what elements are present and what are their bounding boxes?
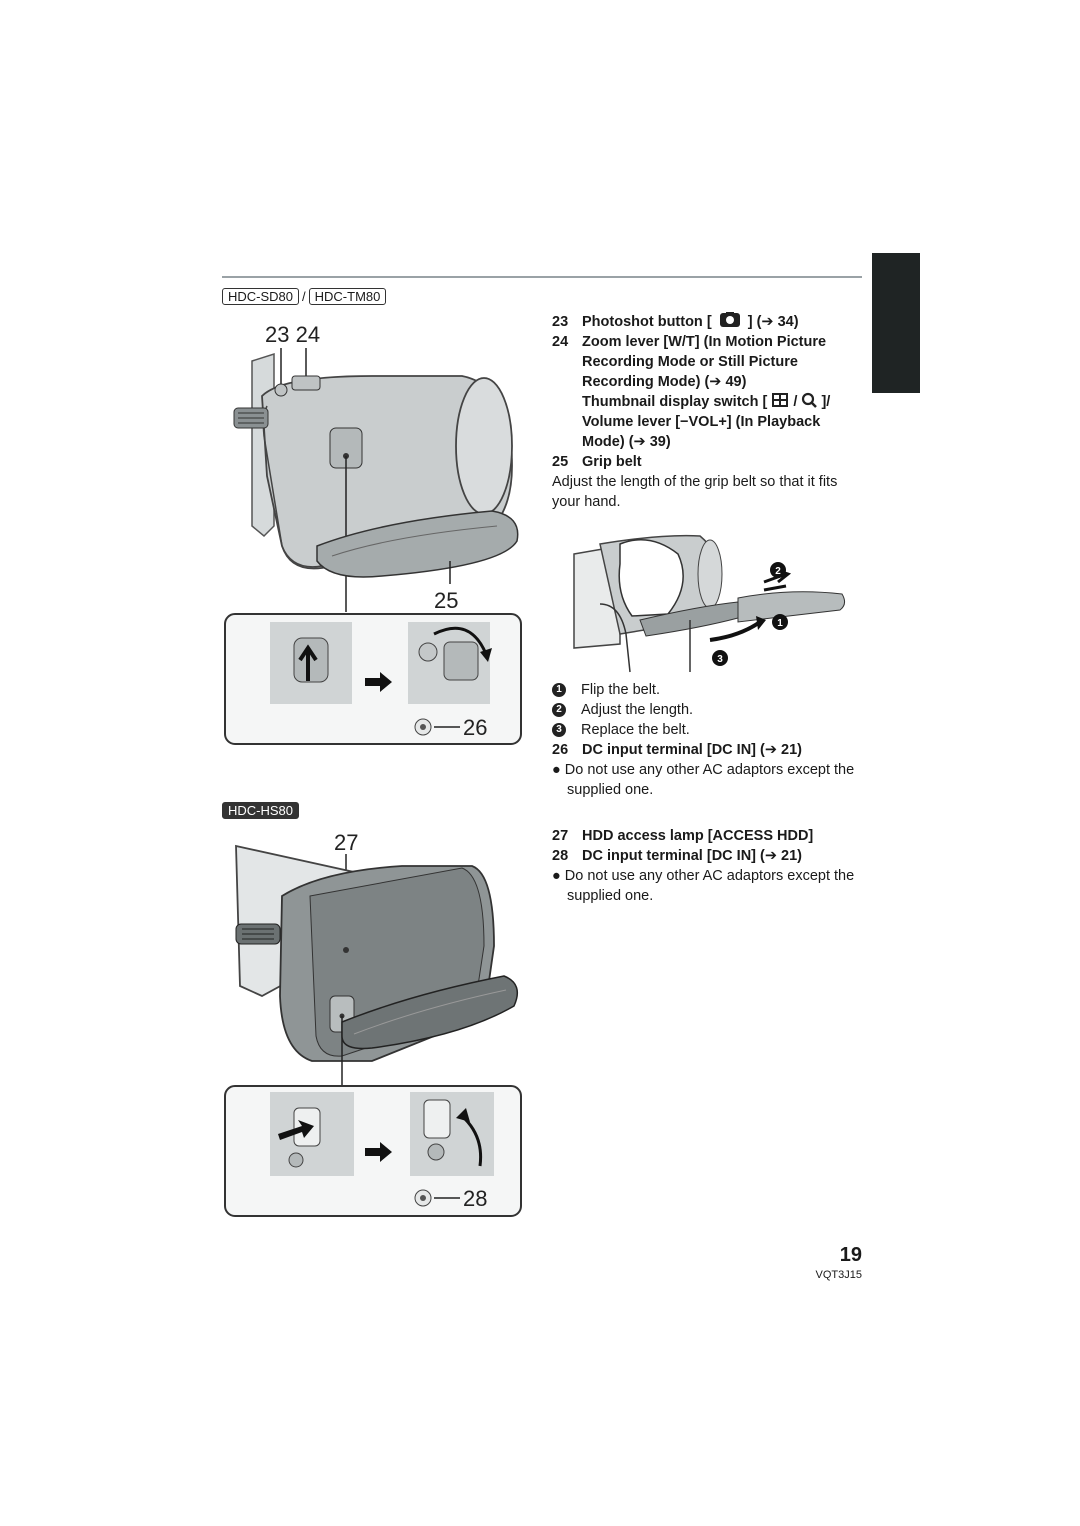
item-26-note: ● Do not use any other AC adaptors excep…: [552, 762, 855, 798]
model-badge-tm80: HDC-TM80: [308, 288, 387, 305]
svg-text:1: 1: [777, 618, 783, 629]
page-number: 19: [839, 1244, 862, 1266]
model-labels-top: HDC-SD80 / HDC-TM80: [222, 288, 387, 305]
svg-text:2: 2: [775, 566, 781, 577]
camera-illustration-top: 23 24 25 26: [224, 322, 522, 745]
camera-icon: [719, 312, 740, 327]
item-28-note: ● Do not use any other AC adaptors excep…: [552, 868, 855, 904]
callout-26: 26: [463, 715, 487, 740]
model-label-bottom: HDC-HS80: [222, 802, 300, 819]
camera-illustration-bottom: 27 28: [224, 830, 522, 1217]
callout-23-24: 23 24: [265, 322, 320, 347]
thumbnail-grid-icon: [772, 393, 789, 407]
magnifier-icon: [802, 392, 818, 408]
item-25-description: Adjust the length of the grip belt so th…: [552, 474, 838, 510]
callout-28: 28: [463, 1186, 487, 1211]
section-tab: [872, 253, 920, 393]
callout-27: 27: [334, 830, 358, 855]
model-separator: /: [302, 289, 306, 304]
model-badge-hs80: HDC-HS80: [222, 802, 300, 819]
model-badge-sd80: HDC-SD80: [222, 288, 300, 305]
grip-belt-illustration: 2 1 3: [573, 534, 846, 673]
callout-25: 25: [434, 588, 458, 613]
top-rule: [222, 276, 862, 278]
svg-text:3: 3: [717, 654, 723, 665]
document-code: VQT3J15: [815, 1269, 862, 1281]
